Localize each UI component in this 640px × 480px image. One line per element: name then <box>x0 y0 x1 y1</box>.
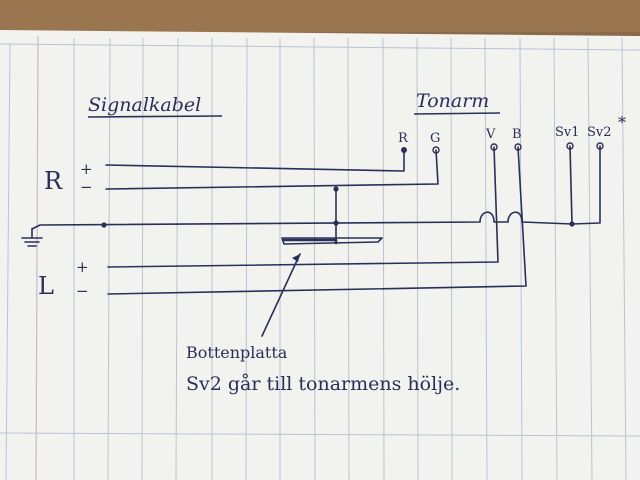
heading-tonearm: Tonarm <box>416 90 489 112</box>
paper-sheet <box>0 30 640 480</box>
earth-symbol <box>21 228 43 247</box>
cable-label-l-minus: − <box>76 282 89 300</box>
cable-label-r-plus: + <box>80 160 93 178</box>
cable-label-l-plus: + <box>76 258 89 276</box>
pin-label-g: G <box>430 131 440 146</box>
pin-sv1 <box>566 142 574 150</box>
cable-label-r: R <box>44 167 63 195</box>
heading-tonearm-underline <box>413 112 501 115</box>
table-top-strip <box>0 0 640 32</box>
note-sv2-housing: Sv2 går till tonarmens hölje. <box>186 373 460 395</box>
note-bottom-plate: Bottenplatta <box>186 343 288 362</box>
wire-r-minus <box>105 149 439 190</box>
pin-b <box>514 143 522 151</box>
pin-v <box>490 143 498 151</box>
heading-signal-cable: Signalkabel <box>88 94 201 116</box>
cable-label-r-minus: − <box>80 178 93 196</box>
wire-sv1 <box>569 145 573 225</box>
margin-line <box>35 35 39 480</box>
note-pointer <box>261 253 301 337</box>
pin-label-b: B <box>512 127 522 142</box>
pin-label-asterisk: * <box>618 113 626 132</box>
pin-label-v: V <box>485 127 496 142</box>
pointer-arrowhead <box>292 254 300 262</box>
heading-signal-cable-underline <box>87 115 223 118</box>
junction-ground-left <box>101 222 107 228</box>
bottom-plate-shading <box>282 238 338 245</box>
wire-r-plus <box>105 149 405 172</box>
pin-label-sv2: Sv2 <box>587 125 612 140</box>
junction-sv1-ground <box>569 221 575 227</box>
junction-r-minus <box>333 186 339 192</box>
pin-sv2 <box>596 142 604 150</box>
cable-label-l: L <box>38 272 54 300</box>
paper-ruling <box>0 37 640 480</box>
pins-and-junctions <box>101 142 604 262</box>
bottom-plate <box>281 237 383 245</box>
pin-label-sv1: Sv1 <box>555 125 580 140</box>
pin-g <box>432 146 440 154</box>
wire-l-plus <box>107 146 499 268</box>
junction-ground-plate <box>333 220 339 226</box>
wire-l-minus <box>107 146 527 295</box>
wires <box>21 145 601 337</box>
pin-r <box>401 147 407 153</box>
pin-label-r: R <box>398 131 409 146</box>
